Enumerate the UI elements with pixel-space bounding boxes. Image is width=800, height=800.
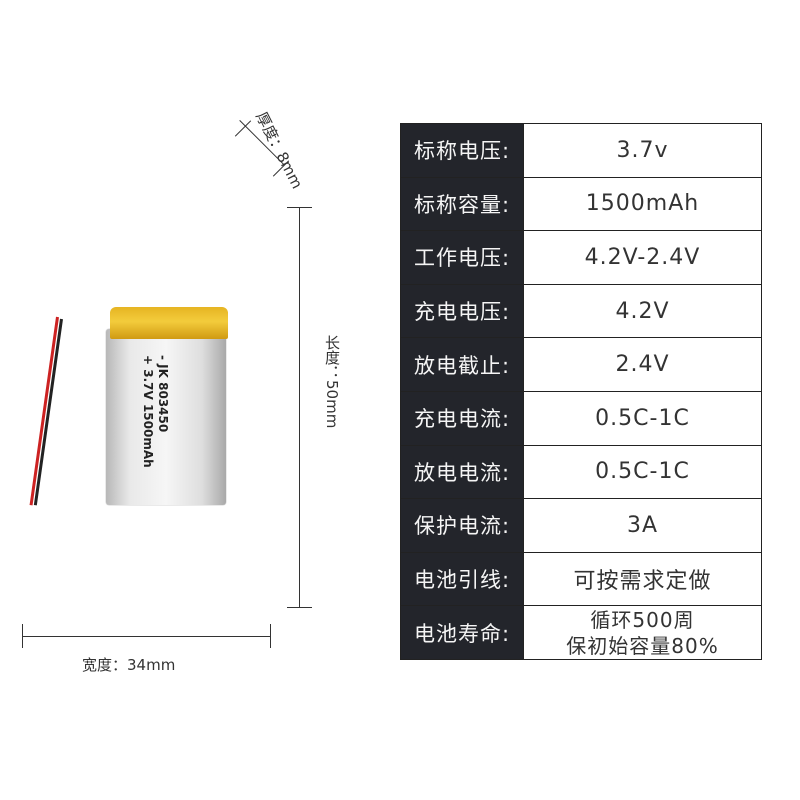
spec-row: 标称容量: 1500mAh [400,176,762,232]
spec-value: 0.5C-1C [523,390,762,446]
black-wire [33,318,63,506]
spec-row: 放电电流: 0.5C-1C [400,444,762,500]
width-tick-right [270,624,271,648]
spec-label: 充电电流: [400,390,524,446]
length-tick-top [287,207,312,208]
spec-value: 4.2V [523,283,762,339]
spec-row: 工作电压: 4.2V-2.4V [400,230,762,285]
spec-value-line1: 循环500周 [590,607,695,632]
spec-value: 3A [523,498,762,553]
spec-label: 标称容量: [400,176,524,232]
thickness-dimension: 厚度：8mm [232,80,342,192]
spec-row: 电池寿命: 循环500周 保初始容量80% [400,605,762,660]
spec-label: 电池寿命: [400,605,524,660]
battery-cell [106,329,226,505]
spec-row: 电池引线: 可按需求定做 [400,551,762,607]
length-label: 长度：50mm [323,335,341,429]
spec-value-line2: 保初始容量80% [566,633,719,658]
red-wire [29,316,59,506]
battery-print-line2: + 3.7V 1500mAh [141,355,155,468]
spec-table: 标称电压: 3.7v 标称容量: 1500mAh 工作电压: 4.2V-2.4V… [400,123,762,660]
spec-value: 循环500周 保初始容量80% [523,605,762,660]
spec-label: 放电截止: [400,337,524,392]
spec-label: 标称电压: [400,123,524,178]
spec-value: 4.2V-2.4V [523,230,762,285]
spec-row: 充电电压: 4.2V [400,283,762,339]
spec-value: 2.4V [523,337,762,392]
spec-row: 充电电流: 0.5C-1C [400,390,762,446]
spec-row: 保护电流: 3A [400,498,762,553]
spec-label: 充电电压: [400,283,524,339]
width-tick-left [22,624,23,648]
spec-value: 0.5C-1C [523,444,762,500]
spec-value: 3.7v [523,123,762,178]
width-dimension-line [22,636,271,637]
battery-print-line1: - JK 803450 [156,355,170,433]
battery-image: - JK 803450 + 3.7V 1500mAh [29,305,236,506]
thickness-label: 厚度：8mm [252,108,307,192]
spec-row: 放电截止: 2.4V [400,337,762,392]
protection-board [110,307,228,339]
battery-print: - JK 803450 + 3.7V 1500mAh [140,355,170,468]
length-tick-bottom [287,607,312,608]
spec-row: 标称电压: 3.7v [400,123,762,178]
spec-label: 电池引线: [400,551,524,607]
spec-value: 可按需求定做 [523,551,762,607]
width-label: 宽度：34mm [82,656,176,674]
spec-value: 1500mAh [523,176,762,232]
length-dimension-line [299,207,300,607]
spec-label: 工作电压: [400,230,524,285]
spec-label: 保护电流: [400,498,524,553]
spec-label: 放电电流: [400,444,524,500]
